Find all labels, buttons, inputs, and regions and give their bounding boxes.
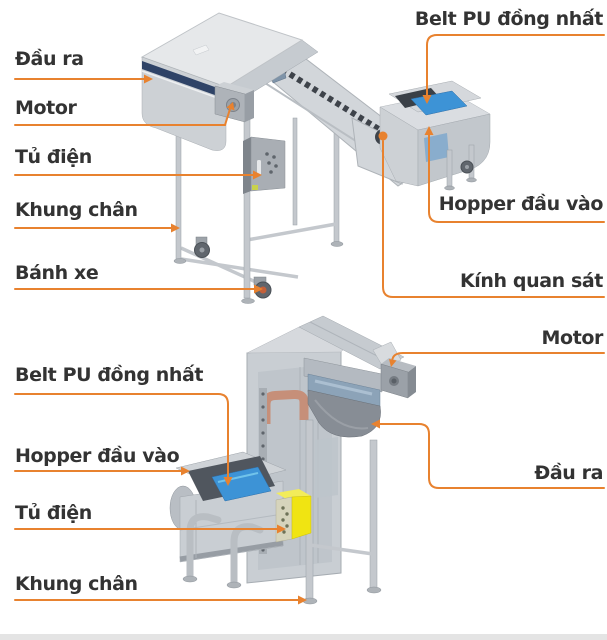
label-khung-chan-top: Khung chân bbox=[15, 199, 138, 221]
electrical-cabinet-top-machine bbox=[243, 136, 286, 194]
elevator-motor bbox=[380, 358, 416, 399]
arrowhead bbox=[171, 223, 180, 233]
arrowhead bbox=[277, 524, 286, 534]
arrowhead bbox=[422, 95, 432, 104]
conveyor-motor bbox=[214, 82, 254, 123]
arrowhead bbox=[389, 359, 397, 367]
arrowhead bbox=[144, 74, 153, 84]
arrowhead bbox=[298, 595, 307, 605]
arrowhead bbox=[253, 170, 262, 180]
leader-belt-pu-top bbox=[426, 34, 605, 96]
leader-dot bbox=[378, 131, 388, 141]
discharge-head bbox=[140, 12, 319, 151]
page-bottom-edge bbox=[0, 634, 607, 640]
bucket-elevator-illustration bbox=[169, 315, 416, 605]
arrowhead bbox=[254, 284, 263, 294]
pu-belt-bottom-machine bbox=[211, 466, 272, 502]
label-kinh-quan-sat: Kính quan sát bbox=[459, 270, 603, 292]
incline-conveyor-illustration bbox=[140, 12, 491, 304]
caster-wheel-left bbox=[194, 236, 210, 258]
label-dau-ra-bottom: Đầu ra bbox=[534, 462, 603, 484]
arrowhead bbox=[371, 419, 380, 429]
caster-wheel-right bbox=[253, 276, 272, 299]
label-hopper-bottom: Hopper đầu vào bbox=[15, 445, 180, 467]
arrowhead bbox=[181, 466, 190, 476]
label-motor-bottom: Motor bbox=[541, 327, 604, 349]
label-hopper-top: Hopper đầu vào bbox=[438, 193, 604, 215]
leader-dau-ra-bottom bbox=[379, 423, 605, 489]
discharge-drum bbox=[307, 389, 381, 438]
leader-belt-pu-bottom bbox=[14, 393, 229, 478]
arrowhead bbox=[226, 102, 235, 111]
leader-motor-top bbox=[14, 108, 231, 126]
leader-lines bbox=[14, 34, 605, 605]
arrowhead bbox=[223, 477, 233, 486]
label-belt-pu-bottom: Belt PU đồng nhất bbox=[15, 364, 204, 386]
elevator-head bbox=[298, 315, 405, 438]
leader-motor-bottom bbox=[391, 352, 605, 360]
label-dau-ra-top: Đầu ra bbox=[15, 48, 84, 70]
leader-hopper-top bbox=[428, 134, 605, 223]
label-motor-top: Motor bbox=[15, 97, 77, 119]
label-banh-xe-top: Bánh xe bbox=[15, 262, 99, 284]
label-khung-chan-bottom: Khung chân bbox=[15, 573, 138, 595]
label-belt-pu-top: Belt PU đồng nhất bbox=[414, 8, 604, 30]
leader-kinh-quan-sat bbox=[382, 140, 605, 298]
electrical-cabinet-bottom-machine bbox=[275, 489, 312, 543]
label-tu-dien-bottom: Tủ điện bbox=[15, 502, 92, 524]
label-tu-dien-top: Tủ điện bbox=[15, 146, 92, 168]
arrowhead bbox=[424, 126, 434, 135]
conveyor-frame bbox=[173, 109, 344, 285]
infeed-section bbox=[379, 80, 491, 191]
